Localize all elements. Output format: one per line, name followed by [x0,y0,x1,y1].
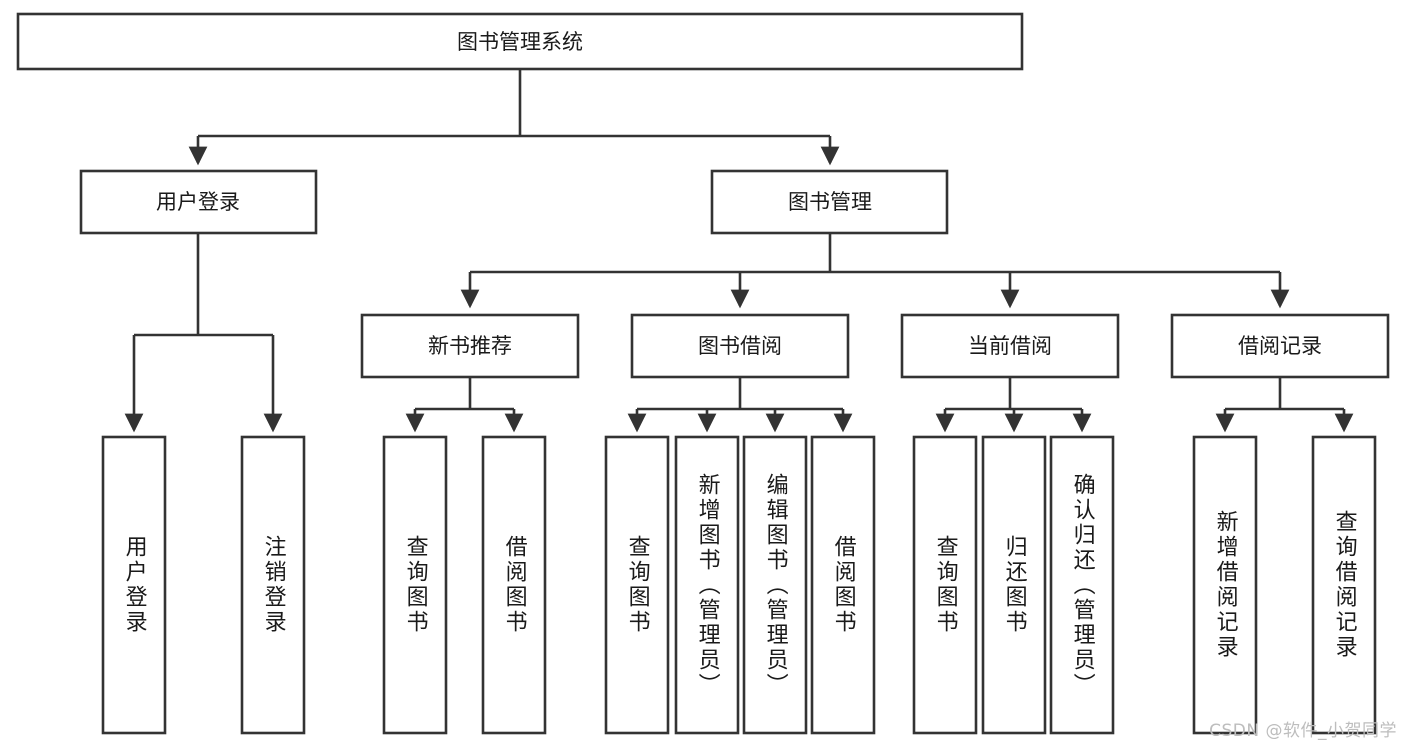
node-book-manage[interactable]: 图书管理 [710,169,949,235]
leaf-box-current-borrow-0[interactable] [912,435,978,735]
node-root-system-label: 图书管理系统 [457,30,583,54]
leaf-rects-borrow-record [1192,435,1377,735]
leaf-box-book-borrow-3[interactable] [810,435,876,735]
node-current-borrow[interactable]: 当前借阅 [900,313,1120,379]
csdn-watermark: CSDN @软件_小贺同学 [1209,721,1397,741]
node-user-login[interactable]: 用户登录 [79,169,318,235]
leaf-box-current-borrow-2[interactable] [1049,435,1115,735]
node-book-manage-label: 图书管理 [788,190,872,214]
leaf-box-user-login-1[interactable] [240,435,306,735]
connector-borrowrecord-to-leaves [1215,377,1354,433]
node-new-book-recommend[interactable]: 新书推荐 [360,313,580,379]
leaf-box-book-borrow-2[interactable] [742,435,808,735]
leaf-box-new-book-0[interactable] [382,435,448,735]
leaf-box-borrow-record-1[interactable] [1311,435,1377,735]
connector-root-to-level2 [188,69,840,166]
node-new-book-recommend-label: 新书推荐 [428,334,512,358]
node-user-login-label: 用户登录 [156,190,240,214]
connector-bookmanage-to-level3 [460,233,1290,309]
connector-newbook-to-leaves [405,377,524,433]
node-borrow-record-label: 借阅记录 [1238,334,1322,358]
leaf-rects-book-borrow [604,435,876,735]
node-book-borrow[interactable]: 图书借阅 [630,313,850,379]
node-book-borrow-label: 图书借阅 [698,334,782,358]
leaf-rects-current-borrow [912,435,1115,735]
node-current-borrow-label: 当前借阅 [968,334,1052,358]
leaf-box-borrow-record-0[interactable] [1192,435,1258,735]
leaf-box-current-borrow-1[interactable] [981,435,1047,735]
connector-bookborrow-to-leaves [627,377,853,433]
leaf-box-book-borrow-1[interactable] [674,435,740,735]
leaf-box-new-book-1[interactable] [481,435,547,735]
leaf-box-user-login-0[interactable] [101,435,167,735]
connector-userlogin-to-leaves [124,233,283,433]
leaf-rects-user-login [101,435,306,735]
connector-currentborrow-to-leaves [935,377,1092,433]
node-root-system[interactable]: 图书管理系统 [16,12,1024,71]
node-borrow-record[interactable]: 借阅记录 [1170,313,1390,379]
leaf-box-book-borrow-0[interactable] [604,435,670,735]
leaf-rects-new-book-recommend [382,435,547,735]
